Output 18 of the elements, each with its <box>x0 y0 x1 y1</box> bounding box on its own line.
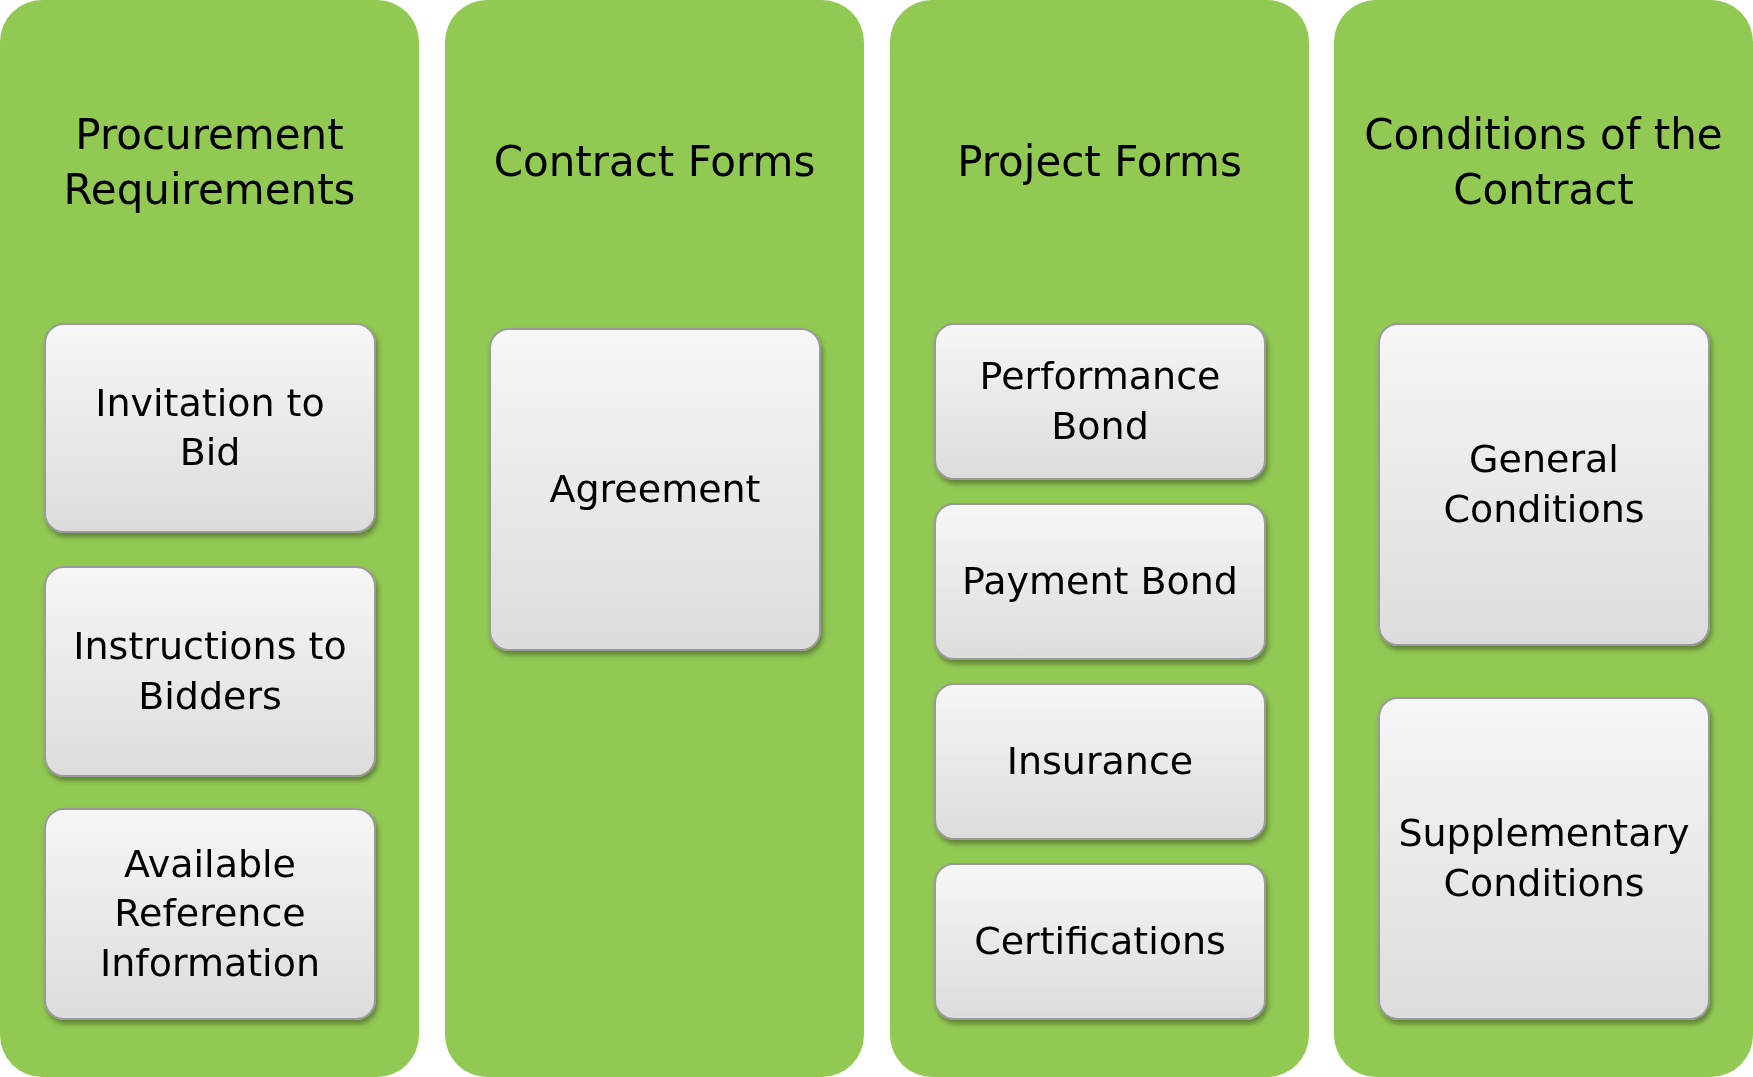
document-card: Instructions to Bidders <box>44 566 376 777</box>
category-column <box>0 0 419 1077</box>
column-heading: Contract Forms <box>493 136 816 189</box>
category-column <box>445 0 864 1077</box>
category-column <box>890 0 1309 1077</box>
document-card: Supplementary Conditions <box>1378 697 1710 1020</box>
document-card: Invitation to Bid <box>44 323 376 533</box>
document-card: Performance Bond <box>934 323 1266 480</box>
document-card: Certifications <box>934 863 1266 1020</box>
column-heading: Conditions of the Contract <box>1363 108 1724 216</box>
category-column <box>1334 0 1753 1077</box>
document-card: General Conditions <box>1378 323 1710 646</box>
column-heading: Project Forms <box>957 136 1242 189</box>
document-card: Agreement <box>489 328 821 651</box>
document-card: Insurance <box>934 683 1266 840</box>
document-card: Available Reference Information <box>44 808 376 1020</box>
column-heading: Procurement Requirements <box>62 108 357 216</box>
document-card: Payment Bond <box>934 503 1266 660</box>
